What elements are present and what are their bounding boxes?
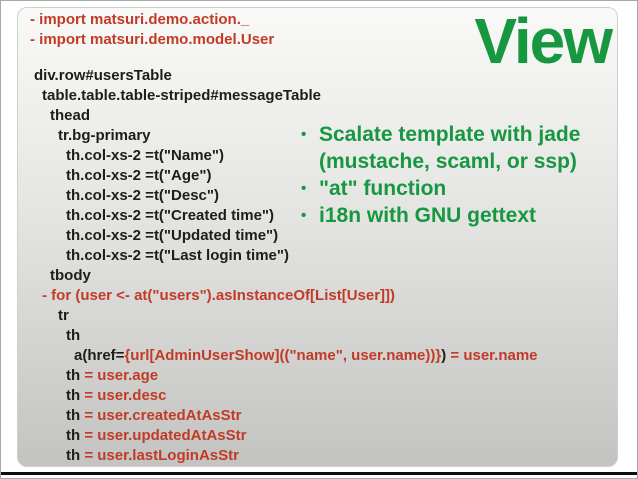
- code-segment: ): [441, 347, 447, 364]
- code-segment: {url[AdminUserShow](("name", user.name))…: [124, 347, 442, 364]
- code-segment: th.col-xs-2 =t("Name"): [66, 147, 225, 164]
- code-segment: th: [66, 427, 85, 444]
- code-line: thead: [34, 106, 538, 126]
- code-segment: th: [66, 447, 85, 464]
- code-segment: a(href=: [74, 347, 125, 364]
- code-line: th = user.lastLoginAsStr: [34, 446, 538, 466]
- code-segment: th.col-xs-2 =t("Desc"): [66, 187, 220, 204]
- code-line: th.col-xs-2 =t("Age"): [34, 166, 538, 186]
- code-segment: = user.name: [446, 347, 538, 364]
- code-line: a(href={url[AdminUserShow](("name", user…: [34, 346, 538, 366]
- code-segment: = user.updatedAtAsStr: [84, 427, 247, 444]
- code-segment: table.table.table-striped#messageTable: [42, 87, 321, 104]
- code-line: div.row#usersTable: [34, 66, 538, 86]
- code-line: table.table.table-striped#messageTable: [34, 86, 538, 106]
- bullet-item: • i18n with GNU gettext: [301, 202, 623, 229]
- code-line: th = user.createdAtAsStr: [34, 406, 538, 426]
- code-line: tr.bg-primary: [34, 126, 538, 146]
- code-segment: thead: [50, 107, 91, 124]
- slide-title: View: [474, 5, 613, 77]
- code-segment: - for (user <- at("users").asInstanceOf[…: [42, 287, 396, 304]
- bullet-dot-icon: •: [301, 180, 307, 197]
- code-segment: th: [66, 327, 81, 344]
- code-segment: = user.age: [84, 367, 159, 384]
- code-line: tr: [34, 306, 538, 326]
- code-segment: = user.lastLoginAsStr: [84, 447, 239, 464]
- code-line: th.col-xs-2 =t("Updated time"): [34, 226, 538, 246]
- code-segment: th: [66, 367, 85, 384]
- code-segment: th.col-xs-2 =t("Created time"): [66, 207, 275, 224]
- bullet-list: • Scalate template with jade (mustache, s…: [301, 121, 623, 229]
- code-line: th.col-xs-2 =t("Desc"): [34, 186, 538, 206]
- code-line: th = user.updatedAtAsStr: [34, 426, 538, 446]
- code-line: th.col-xs-2 =t("Last login time"): [34, 246, 538, 266]
- code-segment: tr.bg-primary: [58, 127, 151, 144]
- code-line: th = user.age: [34, 366, 538, 386]
- bullet-item: • "at" function: [301, 175, 623, 202]
- code-segment: th.col-xs-2 =t("Updated time"): [66, 227, 279, 244]
- code-line: - for (user <- at("users").asInstanceOf[…: [34, 286, 538, 306]
- code-segment: th.col-xs-2 =t("Age"): [66, 167, 212, 184]
- import-line: - import matsuri.demo.model.User: [30, 31, 275, 48]
- code-segment: tbody: [50, 267, 91, 284]
- slide-card: - import matsuri.demo.action._ - import m…: [17, 7, 618, 467]
- import-block: - import matsuri.demo.action._ - import m…: [30, 10, 274, 50]
- code-segment: = user.desc: [84, 387, 167, 404]
- bullet-text: i18n with GNU gettext: [319, 204, 537, 227]
- code-segment: th: [66, 387, 85, 404]
- code-segment: = user.createdAtAsStr: [84, 407, 242, 424]
- code-segment: div.row#usersTable: [34, 67, 172, 84]
- code-segment: th: [66, 407, 85, 424]
- bullet-dot-icon: •: [301, 126, 307, 143]
- import-line: - import matsuri.demo.action._: [30, 11, 250, 28]
- code-segment: th.col-xs-2 =t("Last login time"): [66, 247, 289, 264]
- bullet-item: • Scalate template with jade (mustache, s…: [301, 121, 623, 175]
- code-segment: tr: [58, 307, 69, 324]
- code-line: th = user.desc: [34, 386, 538, 406]
- bottom-rule-divider: [0, 472, 638, 475]
- code-line: th.col-xs-2 =t("Created time"): [34, 206, 538, 226]
- bullet-text: "at" function: [319, 177, 447, 200]
- code-line: th.col-xs-2 =t("Name"): [34, 146, 538, 166]
- bullet-dot-icon: •: [301, 207, 307, 224]
- code-line: th: [34, 326, 538, 346]
- code-line: tbody: [34, 266, 538, 286]
- bullet-text: Scalate template with jade (mustache, sc…: [319, 123, 581, 173]
- code-block: div.row#usersTable table.table.table-stri…: [34, 66, 538, 466]
